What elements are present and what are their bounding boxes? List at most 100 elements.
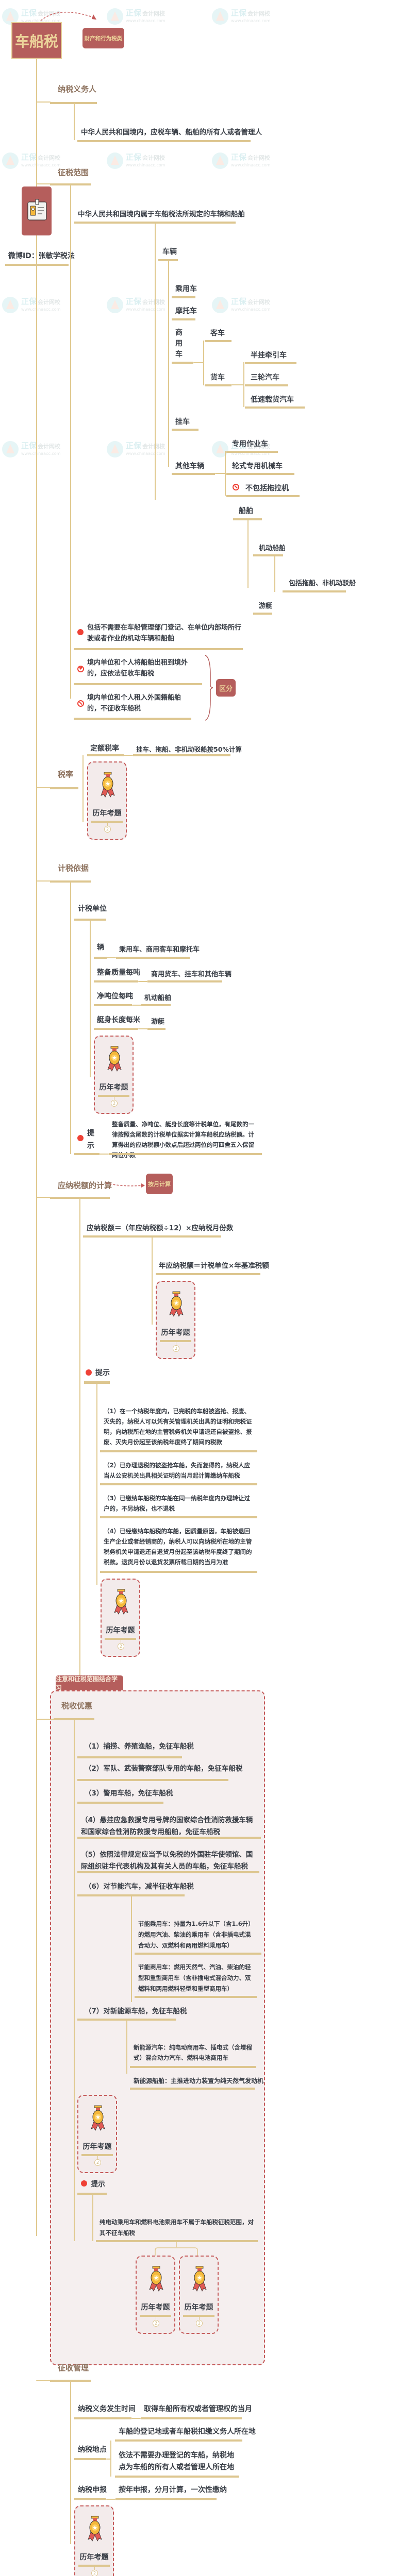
other-special-vehicle[interactable]: 专用作业车 (232, 440, 268, 448)
past-exam-card[interactable]: 历年考题 2 (74, 2505, 114, 2576)
unit-yacht-applies[interactable]: 游艇 (151, 1018, 165, 1026)
branch-admin[interactable]: 征收管理 (58, 2363, 89, 2372)
calc-tip-3[interactable]: （3）已缴纳车船税的车船在同一纳税年度内办理转让过户的，不另纳税，也不退税 (104, 1495, 250, 1512)
vehicles-node[interactable]: 车辆 (162, 248, 177, 256)
group-tag[interactable]: 注意和征税范围结合学习 (56, 1675, 123, 1691)
admin-filing[interactable]: 按年申报，分月计算，一次性缴纳 (119, 2486, 227, 2494)
truck-low-speed[interactable]: 低速载货汽车 (251, 396, 294, 404)
collapsed-count-badge[interactable]: 2 (91, 2570, 98, 2576)
branch-basis[interactable]: 计税依据 (58, 863, 89, 873)
taxpayer-content[interactable]: 中华人民共和国境内，应税车辆、船舶的所有人或者管理人 (81, 128, 262, 137)
collapsed-count-badge[interactable]: 2 (104, 826, 111, 833)
unit-vehicle[interactable]: 辆 (97, 943, 104, 952)
admin-filing-label[interactable]: 纳税申报 (78, 2486, 107, 2494)
vehicle-commercial[interactable]: 商用车 (175, 329, 183, 359)
unit-net-tonnage[interactable]: 净吨位每吨 (97, 992, 133, 1001)
benefit-4[interactable]: （4）悬挂应急救援专用号牌的国家综合性消防救援车辆和国家综合性消防救援专用船舶，… (81, 1816, 253, 1836)
distinguish-tag[interactable]: 区分 (216, 679, 236, 697)
ship-motor-note[interactable]: 包括拖船、非机动驳船 (289, 580, 356, 587)
node-underline (74, 2417, 131, 2419)
past-exam-card[interactable]: 历年考题 2 (136, 2256, 175, 2334)
branch-benefits[interactable]: 税收优惠 (61, 1701, 93, 1710)
calc-annual[interactable]: 年应纳税额＝计税单位×年基准税额 (159, 1262, 269, 1270)
admin-place-1[interactable]: 车船的登记地或者车船税扣缴义务人所在地 (119, 2428, 256, 2436)
other-wheeled-machinery[interactable]: 轮式专用机械车 (232, 462, 283, 470)
node-underline (74, 919, 106, 921)
admin-time-label[interactable]: 纳税义务发生时间 (78, 2405, 136, 2413)
branch-calc[interactable]: 应纳税额的计算 (58, 1181, 112, 1190)
benefits-tip-label[interactable]: 提示 (91, 2180, 105, 2189)
scope-note-lease-out[interactable]: 境内单位和个人将船舶出租到境外的，应依法征收车船税 (87, 659, 188, 677)
other-excludes-tractor[interactable]: 不包括拖拉机 (245, 484, 289, 493)
unit-curb-weight-applies[interactable]: 商用货车、挂车和其他车辆 (151, 971, 232, 978)
admin-place-label[interactable]: 纳税地点 (78, 2446, 107, 2454)
past-exam-card[interactable]: 历年考题 2 (156, 1281, 195, 1359)
benefit-5[interactable]: （5）依照法律规定应当予以免税的外国驻华使领馆、国际组织驻华代表机构及其有关人员… (81, 1851, 253, 1871)
rate-type[interactable]: 定额税率 (90, 744, 119, 753)
branch-underline (54, 1718, 94, 1720)
category-tag[interactable]: 财产和行为税类 (82, 28, 124, 48)
connector (96, 1384, 97, 1585)
past-exam-card[interactable]: 历年考题 2 (94, 1036, 134, 1114)
connector (243, 362, 244, 407)
node-underline (83, 1235, 221, 1238)
node-underline (77, 1779, 228, 1781)
admin-place-2[interactable]: 依法不需要办理登记的车船，纳税地点为车船的所有人或者管理人所在地 (119, 2451, 234, 2471)
vehicle-trailer[interactable]: 挂车 (175, 418, 190, 426)
past-exam-card[interactable]: 历年考题 2 (179, 2256, 219, 2334)
basis-tip-label[interactable]: 提示 (87, 1129, 94, 1150)
unit-net-tonnage-applies[interactable]: 机动船舶 (144, 994, 172, 1002)
past-exam-card[interactable]: 历年考题 2 (87, 761, 127, 840)
calc-tip-1[interactable]: （1）在一个纳税年度内，已完税的车船被盗抢、报废、灭失的，纳税人可以凭有关管理机… (104, 1408, 252, 1446)
calc-tip-4[interactable]: （4）已经缴纳车船税的车船，因质量原因，车船被退回生产企业或者经销商的，纳税人可… (104, 1528, 252, 1566)
ship-motor[interactable]: 机动船舶 (259, 545, 286, 552)
scope-note-included[interactable]: 包括不需要在车船管理部门登记、在单位内部场所行驶或者作业的机动车辆和船舶 (87, 624, 242, 642)
ships-node[interactable]: 船舶 (239, 507, 253, 515)
truck-semi-trailer[interactable]: 半挂牵引车 (251, 351, 287, 360)
benefit-6[interactable]: （6）对节能汽车，减半征收车船税 (85, 1883, 194, 1891)
vehicle-truck[interactable]: 货车 (210, 374, 225, 382)
calc-tip-2[interactable]: （2）已办理退税的被盗抢车船，失而复得的，纳税人应当从公安机关出具相关证明的当月… (104, 1462, 250, 1479)
truck-tricycle[interactable]: 三轮汽车 (251, 374, 279, 382)
monthly-tag[interactable]: 按月计算 (146, 1174, 173, 1194)
collapsed-count-badge[interactable]: 2 (111, 1100, 118, 1107)
rate-note[interactable]: 挂车、拖船、非机动驳船按50%计算 (136, 745, 242, 753)
node-underline (77, 1837, 261, 1839)
branch-taxpayer[interactable]: 纳税义务人 (58, 84, 97, 94)
benefit-1[interactable]: （1）捕捞、养殖渔船，免征车船税 (85, 1742, 194, 1751)
benefit-7[interactable]: （7）对新能源车船，免征车船税 (85, 2007, 187, 2015)
collapsed-count-badge[interactable]: 2 (94, 2159, 101, 2166)
collapsed-count-badge[interactable]: 2 (196, 2320, 203, 2327)
collapsed-count-badge[interactable]: 2 (153, 2320, 159, 2327)
vehicle-bus[interactable]: 客车 (210, 329, 225, 337)
collapsed-count-badge[interactable]: 2 (173, 1345, 179, 1352)
past-exam-card[interactable]: 历年考题 2 (77, 2095, 117, 2173)
unit-vehicle-applies[interactable]: 乘用车、商用客车和摩托车 (119, 946, 200, 954)
node-underline (105, 1638, 136, 1640)
branch-rate[interactable]: 税率 (58, 770, 74, 779)
unit-yacht-length[interactable]: 艇身长度每米 (97, 1016, 140, 1024)
group-tag-label: 注意和征税范围结合学习 (56, 1675, 118, 1691)
vehicle-other[interactable]: 其他车辆 (175, 462, 204, 470)
basis-unit-label[interactable]: 计税单位 (78, 905, 107, 913)
unit-curb-weight[interactable]: 整备质量每吨 (97, 969, 140, 977)
scope-note-lease-in[interactable]: 境内单位和个人租入外国籍船舶的，不征收车船税 (87, 694, 181, 713)
energy-saving-passenger[interactable]: 节能乘用车：排量为1.6升以下（含1.6升）的燃用汽油、柴油的乘用车（含非插电式… (138, 1920, 254, 1949)
past-exam-card[interactable]: 历年考题 2 (101, 1579, 140, 1657)
collapsed-count-badge[interactable]: 2 (118, 1643, 124, 1650)
benefit-3[interactable]: （3）警用车船，免征车船税 (85, 1789, 173, 1798)
ship-yacht[interactable]: 游艇 (259, 602, 273, 610)
calc-formula[interactable]: 应纳税额＝（年应纳税额÷12）×应纳税月份数 (87, 1224, 234, 1232)
admin-time[interactable]: 取得车船所有权或者管理权的当月 (144, 2405, 252, 2413)
branch-scope[interactable]: 征税范围 (58, 168, 89, 177)
benefits-tip[interactable]: 纯电动乘用车和燃料电池乘用车不属于车船税征税范围，对其不征车船税 (100, 2218, 254, 2236)
new-energy-ship[interactable]: 新能源船舶：主推进动力装置为纯天然气发动机 (134, 2077, 264, 2084)
vehicle-passenger[interactable]: 乘用车 (175, 285, 197, 293)
calc-tip-label[interactable]: 提示 (95, 1369, 110, 1377)
root-node[interactable]: 车船税 (11, 22, 62, 59)
vehicle-motorcycle[interactable]: 摩托车 (175, 307, 197, 315)
energy-saving-commercial[interactable]: 节能商用车：燃用天然气、汽油、柴油的轻型和重型商用车（含非插电式混合动力、双燃料… (138, 1963, 251, 1992)
new-energy-vehicle[interactable]: 新能源汽车：纯电动商用车、插电式（含增程式）混合动力汽车、燃料电池商用车 (134, 2044, 252, 2061)
scope-main[interactable]: 中华人民共和国境内属于车船税法所规定的车辆和船舶 (78, 210, 245, 218)
benefit-2[interactable]: （2）军队、武装警察部队专用的车船，免征车船税 (85, 1765, 243, 1773)
